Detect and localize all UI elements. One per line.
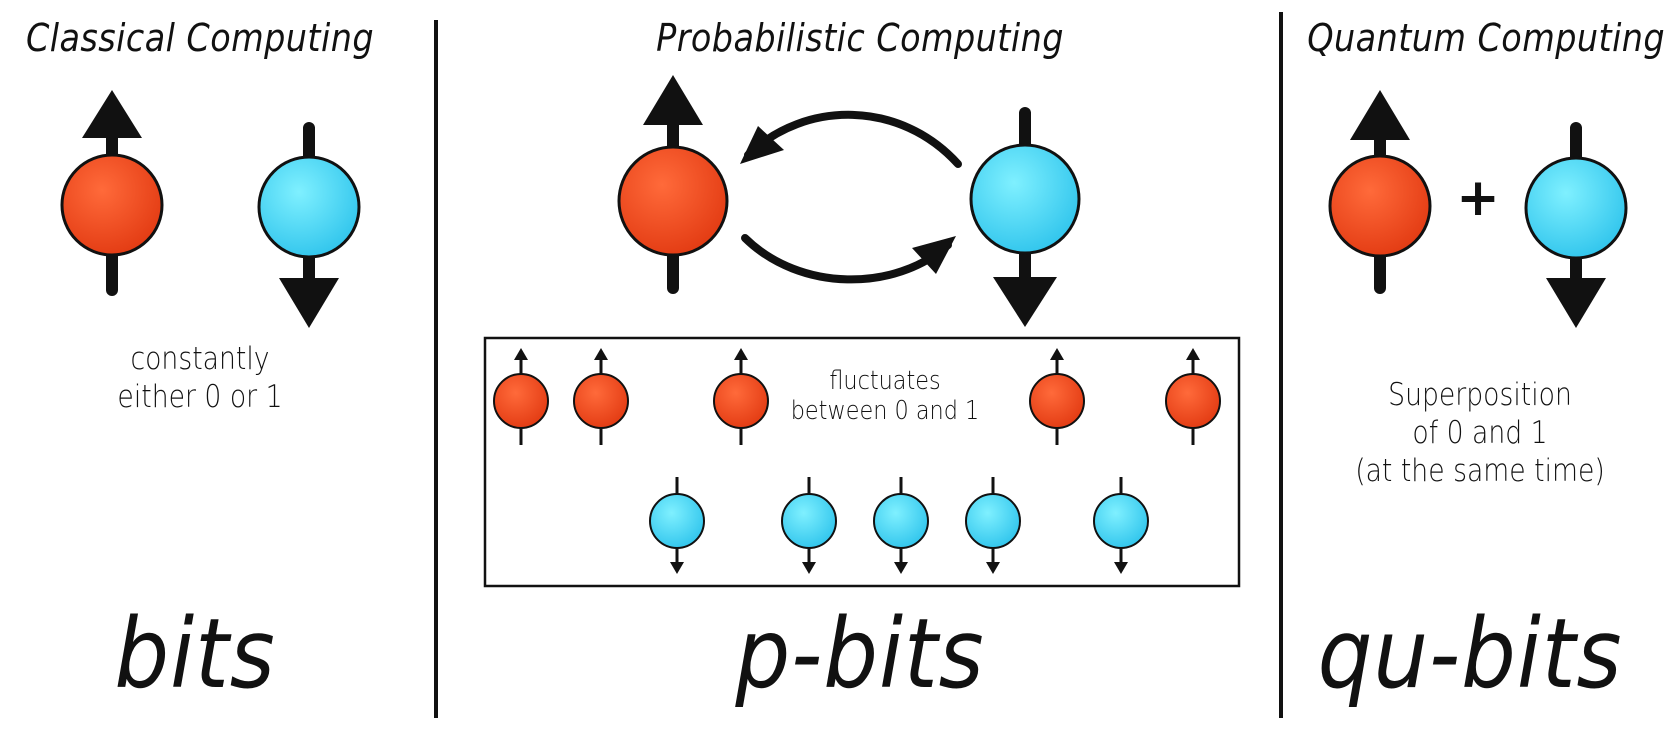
qubit-spin-down	[1524, 122, 1628, 328]
fluctuation-box	[483, 336, 1241, 588]
flip-arrow-bottom	[741, 234, 952, 284]
title-classical: Classical Computing	[25, 16, 375, 60]
small-spin-down-bit	[965, 477, 1021, 574]
spin-down-bit	[257, 122, 361, 328]
small-spin-down-bit	[1093, 477, 1149, 574]
spin-up-bit	[60, 90, 164, 296]
small-spin-down-bit	[649, 477, 705, 574]
p-bit-spin-up	[617, 75, 729, 294]
caption-probabilistic: fluctuates between 0 and 1	[790, 366, 980, 426]
title-quantum: Quantum Computing	[1307, 16, 1666, 60]
small-p-bits	[493, 348, 1221, 574]
small-spin-down-bit	[873, 477, 929, 574]
small-spin-up-bit	[493, 348, 549, 445]
flip-arrow-top-head	[740, 126, 784, 164]
qubit-spin-up	[1328, 90, 1432, 294]
flip-arrow-top	[744, 110, 962, 168]
small-spin-up-bit	[573, 348, 629, 445]
label-qu-bits: qu-bits	[1317, 598, 1623, 710]
label-p-bits: p-bits	[735, 598, 985, 710]
small-spin-down-bit	[781, 477, 837, 574]
title-probabilistic: Probabilistic Computing	[656, 16, 1064, 60]
caption-classical: constantly either 0 or 1	[117, 341, 283, 415]
superposition-plus: +	[1456, 168, 1500, 228]
flip-arrow-bottom-head	[912, 236, 956, 274]
small-spin-up-bit	[1029, 348, 1085, 445]
p-bit-spin-down	[969, 107, 1081, 327]
small-spin-up-bit	[713, 348, 769, 445]
small-spin-up-bit	[1165, 348, 1221, 445]
caption-quantum: Superposition of 0 and 1 (at the same ti…	[1355, 377, 1605, 489]
label-bits: bits	[114, 598, 276, 710]
